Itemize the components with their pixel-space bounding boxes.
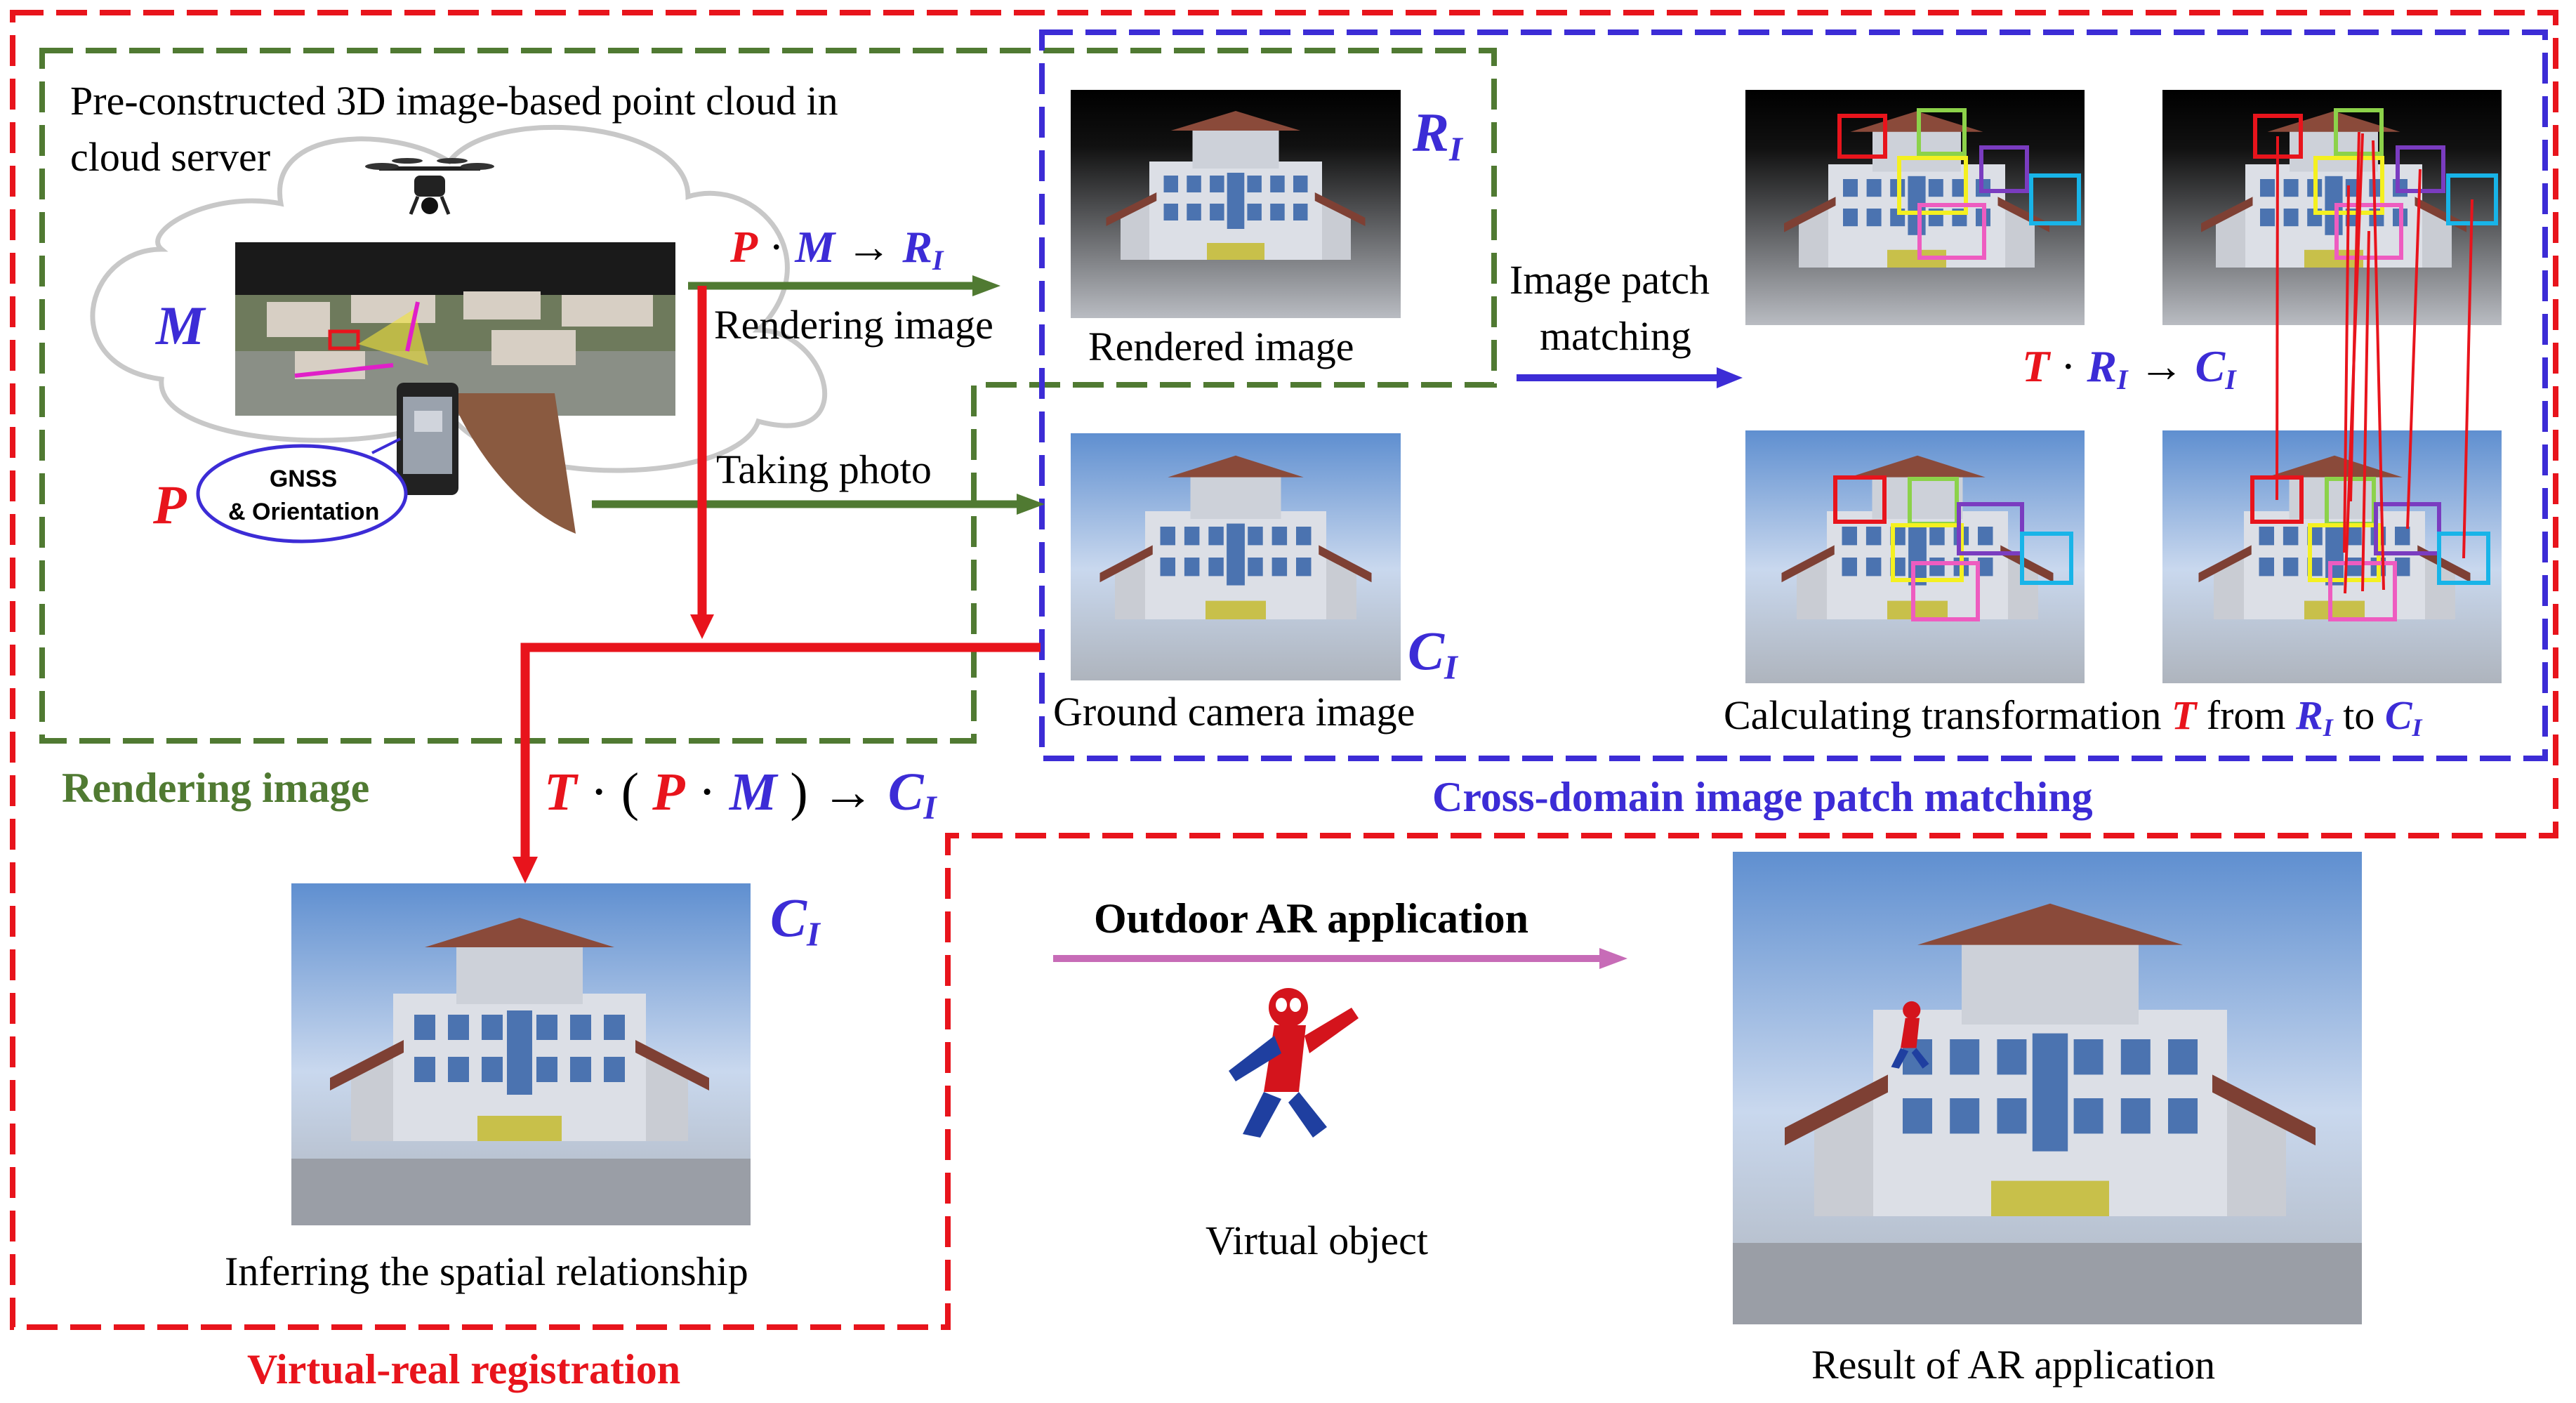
patch-rendered-1 <box>1745 90 2085 325</box>
inferring-caption: Inferring the spatial relationship <box>225 1249 748 1294</box>
correspondence-lines <box>2276 131 2473 594</box>
ground-camera-image <box>1071 433 1401 680</box>
ar-result-photo <box>1733 852 2362 1324</box>
ar-result-caption: Result of AR application <box>1811 1342 2216 1388</box>
formula-pm-to-r: P · M → RI <box>730 222 944 277</box>
symbol-C-I-ground: CI <box>1408 620 1458 687</box>
symbol-R-I: RI <box>1413 102 1462 169</box>
taking-photo-arrow <box>592 494 1045 515</box>
outdoor-ar-label: Outdoor AR application <box>1094 895 1529 942</box>
virtual-object-caption: Virtual object <box>1206 1218 1429 1263</box>
formula-registration: T · ( P · M ) → CI <box>544 763 937 827</box>
drone-icon <box>365 158 494 215</box>
patch-matching-arrow <box>1517 367 1743 388</box>
registration-photo <box>291 883 751 1225</box>
rendering-arrow <box>688 275 1000 296</box>
section-rendering-label: Rendering image <box>62 765 370 811</box>
red-down-arrow <box>690 286 714 639</box>
cloud-title-line2: cloud server <box>70 134 271 180</box>
ground-camera-caption: Ground camera image <box>1053 689 1415 735</box>
cloud-title-line1: Pre-constructed 3D image-based point clo… <box>70 78 838 124</box>
section-virtual-real-label: Virtual-real registration <box>247 1346 681 1392</box>
virtual-real-frame <box>10 10 2558 1330</box>
rendering-frame <box>39 48 1497 744</box>
red-registration-arrow <box>513 643 1041 883</box>
gnss-bubble <box>196 444 408 544</box>
rendered-image <box>1071 90 1401 318</box>
image-patch-label-line1: Image patch <box>1510 257 1710 303</box>
cross-domain-frame <box>1039 29 2548 761</box>
patch-camera-1 <box>1745 430 2085 683</box>
ar-application-arrow <box>1053 948 1627 969</box>
phone-in-hand-icon <box>397 383 576 534</box>
formula-tr-to-c: T · RI → CI <box>2022 341 2236 396</box>
section-cross-domain-label: Cross-domain image patch matching <box>1432 774 2093 820</box>
rendered-image-caption: Rendered image <box>1088 324 1354 369</box>
patch-camera-2 <box>2162 430 2502 683</box>
gnss-label: GNSS <box>269 466 338 492</box>
taking-photo-label: Taking photo <box>716 447 932 492</box>
patch-rendered-2 <box>2162 90 2502 325</box>
symbol-M: M <box>156 295 205 356</box>
symbol-P: P <box>153 474 187 535</box>
image-patch-label-line2: matching <box>1540 313 1691 359</box>
virtual-object-figure <box>1229 988 1359 1138</box>
calculating-transformation-caption: Calculating transformation T from RI to … <box>1724 692 2422 742</box>
rendering-image-arrow-label: Rendering image <box>714 302 993 348</box>
orientation-label: & Orientation <box>228 499 380 525</box>
symbol-C-I-registration: CI <box>770 887 820 954</box>
